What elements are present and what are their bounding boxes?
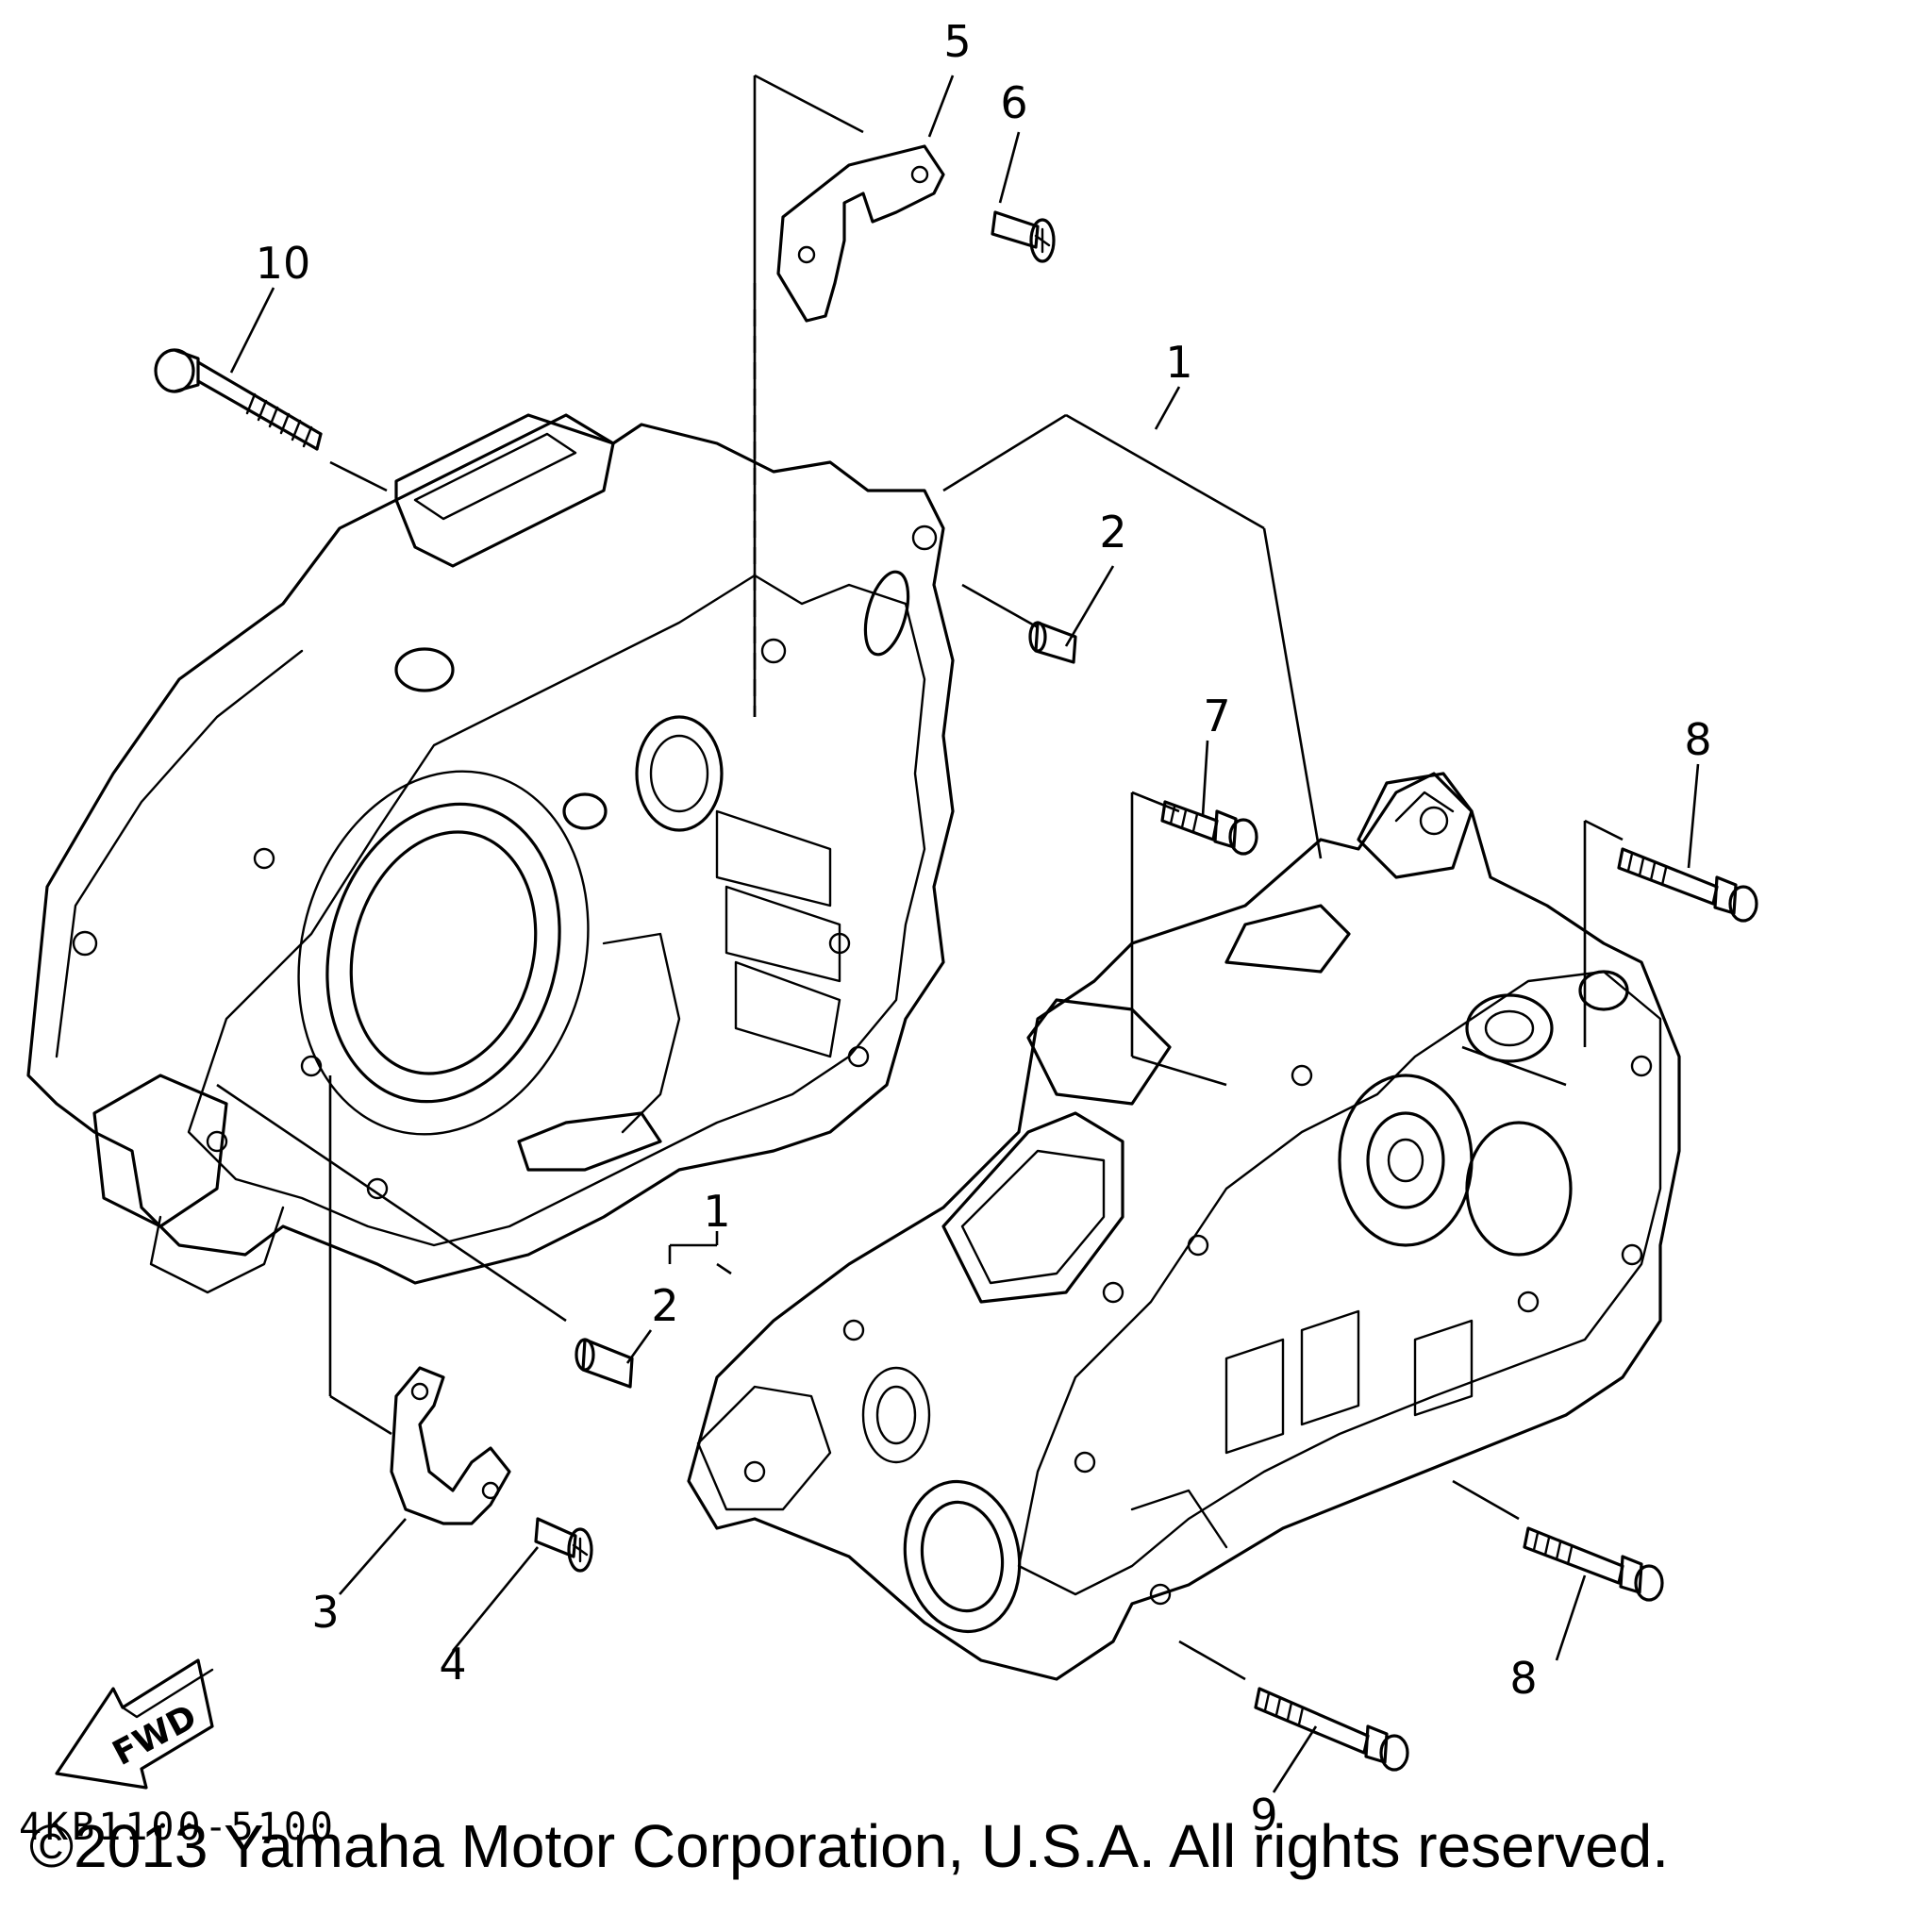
callout-4: 4 <box>439 1639 466 1690</box>
callout-5: 5 <box>943 16 971 67</box>
callout-3: 3 <box>311 1587 339 1638</box>
dowel-pin-2-lower <box>575 1338 634 1389</box>
bolt-8-lower <box>1523 1526 1664 1602</box>
bolt-8-upper <box>1617 847 1758 923</box>
callout-6: 6 <box>1000 77 1027 128</box>
screw-4 <box>534 1517 593 1573</box>
crankcase-right-half <box>687 772 1681 1681</box>
callout-9: 9 <box>1250 1790 1277 1840</box>
leader-lines <box>216 74 1700 1793</box>
callout-8-lower: 8 <box>1509 1653 1537 1704</box>
diagram-code: 4KB1100-5100 <box>19 1806 337 1849</box>
callout-7: 7 <box>1203 691 1230 741</box>
bolt-7 <box>1160 800 1258 856</box>
dowel-pin-2-upper <box>1028 621 1077 664</box>
callout-2-lower: 2 <box>651 1280 678 1331</box>
callout-1-lower: 1 <box>703 1186 730 1237</box>
callouts: 5 6 10 1 2 7 8 1 2 3 4 8 9 <box>256 16 1712 1840</box>
copyright-notice: ©2013 Yamaha Motor Corporation, U.S.A. A… <box>28 1812 1670 1880</box>
bearing-plate-3 <box>390 1366 511 1525</box>
screw-6 <box>991 210 1056 263</box>
callout-10: 10 <box>256 238 311 289</box>
callout-1-upper: 1 <box>1165 337 1192 388</box>
bolt-9 <box>1254 1687 1409 1772</box>
crankcase-left-half <box>26 413 955 1294</box>
bolt-10 <box>154 348 323 451</box>
bearing-plate-5 <box>776 144 945 323</box>
callout-8-upper: 8 <box>1684 714 1711 765</box>
callout-2-upper: 2 <box>1099 507 1126 558</box>
fwd-arrow-icon: FWD <box>55 1658 214 1790</box>
